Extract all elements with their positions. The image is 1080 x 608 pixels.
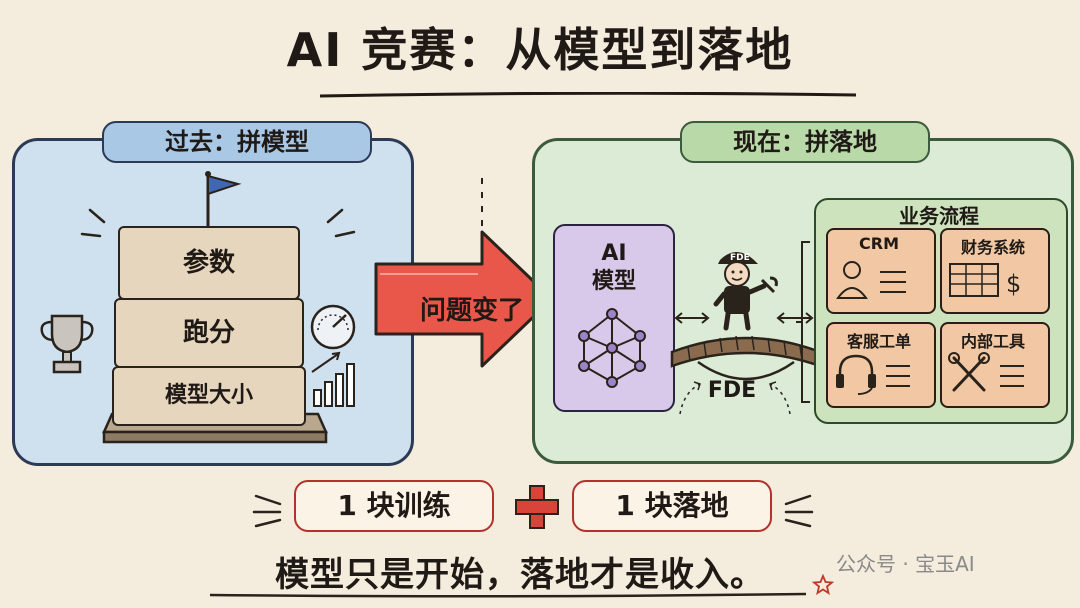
biz-card-finance [940, 228, 1050, 314]
connector-bracket [796, 241, 810, 403]
biz-label-internal-tools: 内部工具 [960, 332, 1025, 351]
fde-cap-text: FDE [730, 253, 750, 263]
title-underline [319, 92, 857, 98]
fde-dashed-arrows [679, 381, 791, 415]
training-pill: 1 块训练 [294, 480, 494, 532]
watermark: 公众号 · 宝玉AI [836, 552, 975, 576]
burst-lines [80, 208, 356, 238]
star-icon [812, 574, 834, 595]
ai-model-line1: AI [601, 241, 627, 266]
stack-label-params: 参数 [182, 248, 235, 278]
stack-box-params: 参数 [118, 226, 300, 300]
present-label: 现在：拼落地 [680, 121, 930, 163]
biz-label-finance: 财务系统 [960, 238, 1025, 257]
left-emphasis-lines [252, 494, 282, 528]
growth-chart-icon [311, 351, 355, 407]
deployment-pill: 1 块落地 [572, 480, 772, 532]
biz-card-internal-tools [940, 322, 1050, 408]
stack-box-score: 跑分 [114, 298, 304, 368]
caption-underline [209, 592, 807, 598]
biz-label-crm: CRM [859, 234, 899, 253]
biz-label-support: 客服工单 [846, 332, 911, 351]
stack-label-size: 模型大小 [164, 383, 253, 408]
link-arrows [674, 312, 814, 324]
biz-card-support [826, 322, 936, 408]
ledger-icon: $ [949, 263, 1021, 298]
gauge-icon [310, 304, 356, 350]
page-title: AI 竞赛：从模型到落地 [286, 23, 794, 77]
business-process-title: 业务流程 [899, 204, 979, 228]
stack-box-size: 模型大小 [112, 366, 306, 426]
change-arrow [374, 230, 554, 368]
dollar-icon: $ [1006, 270, 1021, 298]
fde-engineer-icon: FDE [713, 252, 778, 331]
flag-icon [205, 171, 242, 228]
neural-network-icon [578, 308, 646, 388]
right-emphasis-lines [784, 494, 814, 528]
headset-icon [836, 354, 910, 395]
ai-model-line2: 模型 [591, 269, 636, 294]
fde-label: FDE [707, 378, 757, 403]
trophy-icon [40, 314, 94, 374]
stack-label-score: 跑分 [182, 318, 235, 348]
user-icon [836, 261, 906, 299]
past-label: 过去：拼模型 [102, 121, 372, 163]
bottom-caption: 模型只是开始，落地才是收入。 [275, 555, 765, 595]
change-arrow-label: 问题变了 [419, 296, 524, 326]
plus-icon [515, 485, 559, 529]
tools-icon [948, 352, 1024, 392]
